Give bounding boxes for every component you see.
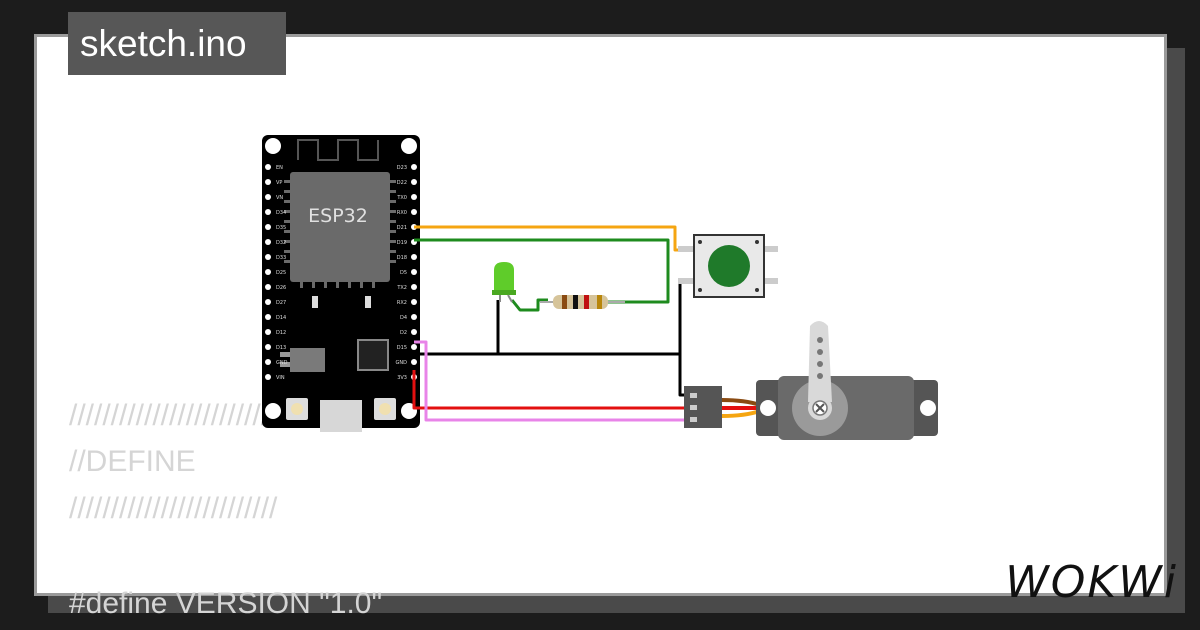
right-pin-label: D2 [400,330,407,336]
right-pin-label: D18 [397,255,407,261]
wire-green-button [414,238,670,304]
voltage-regulator [290,348,325,372]
code-line-2: //DEFINE [69,445,196,478]
left-pin-label: D14 [276,315,286,321]
right-pin-label: D15 [397,345,407,351]
servo-motor[interactable] [756,321,938,440]
left-pin-label: D26 [276,285,286,291]
wire-black-button [498,280,695,356]
usb-port [320,400,362,432]
wire-pink-servo [414,340,690,422]
right-pin-label: D22 [397,180,407,186]
antenna-trace [297,139,379,161]
right-pin-label: RX0 [397,210,407,216]
project-card: ///////////////////////// //DEFINE /////… [34,34,1167,620]
chip-label: ESP32 [308,205,368,227]
esp32-chip [290,172,390,282]
right-pin-label: RX2 [397,300,407,306]
wires[interactable] [412,225,695,422]
right-pin-label: TX2 [396,285,407,291]
right-pin-label: D5 [400,270,407,276]
right-pin-label: D19 [397,240,407,246]
code-line-4: #define VERSION "1.0" [69,587,383,620]
green-led[interactable] [492,262,516,303]
resistor[interactable] [540,295,625,309]
left-pin-label: EN [276,165,283,171]
usb-chip [357,339,389,371]
left-pin-label: VP [276,180,282,186]
right-pin-label: 3V3 [397,375,407,381]
right-pin-label: D21 [397,225,407,231]
left-pin-label: D12 [276,330,286,336]
right-pin-label: D23 [397,165,407,171]
right-pin-header [411,164,417,380]
file-tab[interactable]: sketch.ino [68,12,286,75]
right-pin-label: TX0 [396,195,407,201]
code-line-3: ///////////////////////// [69,492,278,525]
wire-green-led [510,298,548,312]
code-line-1: ///////////////////////// [69,399,278,432]
left-pin-label: D34 [276,210,286,216]
right-pin-label: D4 [400,315,407,321]
left-pin-label: D33 [276,255,286,261]
left-pin-label: D27 [276,300,286,306]
left-pin-label: D32 [276,240,286,246]
push-button[interactable] [678,234,778,298]
wokwi-logo: WOKWi [1005,557,1178,608]
left-pin-label: D25 [276,270,286,276]
left-pin-label: D13 [276,345,286,351]
left-pin-label: VIN [276,375,285,381]
right-pin-label: GND [396,360,408,366]
left-pin-label: VN [276,195,283,201]
wire-red-servo [412,370,690,410]
left-pin-label: GND [276,360,288,366]
left-pin-header [265,164,271,380]
servo-connector[interactable] [684,386,780,428]
left-pin-label: D35 [276,225,286,231]
